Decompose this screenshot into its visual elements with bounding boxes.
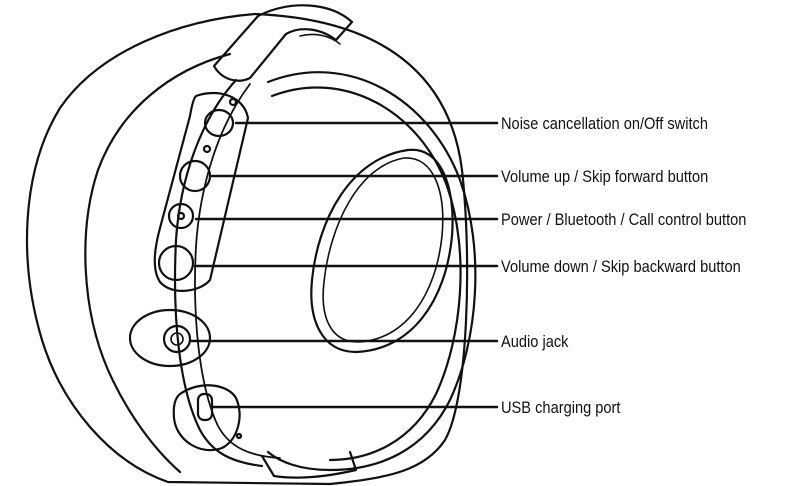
button-strip: [153, 91, 250, 292]
indicator-dot: [202, 144, 212, 154]
audio-jack[interactable]: [162, 324, 192, 354]
volume-down-button[interactable]: [157, 244, 195, 282]
label-noise-cancellation: Noise cancellation on/Off switch: [501, 114, 708, 133]
label-audio-jack: Audio jack: [501, 332, 569, 351]
label-volume-up: Volume up / Skip forward button: [501, 167, 709, 186]
indicator-light: [228, 97, 238, 107]
inner-shell-rim: [194, 83, 281, 459]
outer-shell-edge: [173, 78, 264, 468]
label-power: Power / Bluetooth / Call control button: [501, 210, 747, 229]
volume-up-button[interactable]: [178, 159, 212, 193]
headband-stub: [212, 4, 354, 82]
usb-port-housing: [172, 384, 241, 452]
ear-cushion-outline: [25, 12, 469, 486]
leader-lines: [188, 121, 499, 409]
audio-jack-housing: [128, 308, 212, 368]
cup-face: [270, 86, 462, 462]
cup-body: [266, 71, 477, 472]
power-button-dot: [176, 211, 186, 221]
touch-plate-outer: [310, 148, 454, 354]
noise-cancellation-switch[interactable]: [203, 108, 235, 138]
bottom-yoke: [260, 450, 358, 479]
label-volume-down: Volume down / Skip backward button: [501, 257, 741, 276]
power-button[interactable]: [167, 202, 195, 230]
ear-cushion-inner-contour: [84, 52, 232, 474]
label-usb-port: USB charging port: [501, 398, 621, 417]
